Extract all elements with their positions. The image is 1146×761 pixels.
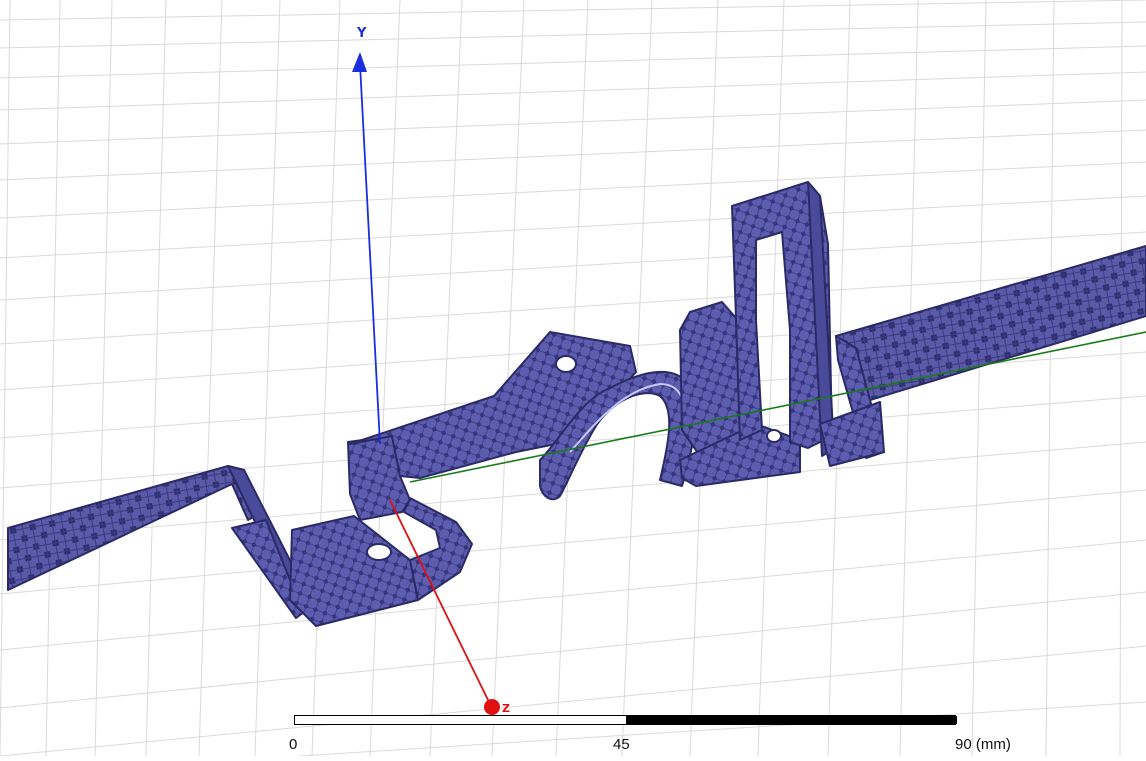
z-axis-endpoint (484, 699, 500, 715)
y-axis-arrowhead (352, 52, 367, 72)
y-axis-label: Y (357, 26, 367, 41)
scale-label-end: 90 (mm) (955, 736, 1011, 753)
x-axis-line (409, 331, 1146, 483)
scale-bar (294, 715, 957, 725)
busbar-model (7, 181, 1146, 627)
z-axis-line (389, 499, 491, 705)
s-bend (539, 370, 696, 501)
small-tab (679, 301, 741, 457)
scale-label-start: 0 (289, 736, 298, 753)
scale-label-mid: 45 (613, 736, 630, 753)
coordinate-axes (352, 52, 1146, 715)
right-strip (835, 245, 1146, 401)
arm-hole (555, 355, 577, 373)
z-axis-label: Z (502, 702, 510, 715)
lower-plate-hole (366, 543, 392, 561)
tall-frame (731, 181, 833, 449)
lower-plate (289, 515, 419, 627)
scale-bar-dark-segment (626, 716, 957, 724)
lower-bend (403, 497, 473, 601)
y-axis-line (359, 63, 381, 445)
